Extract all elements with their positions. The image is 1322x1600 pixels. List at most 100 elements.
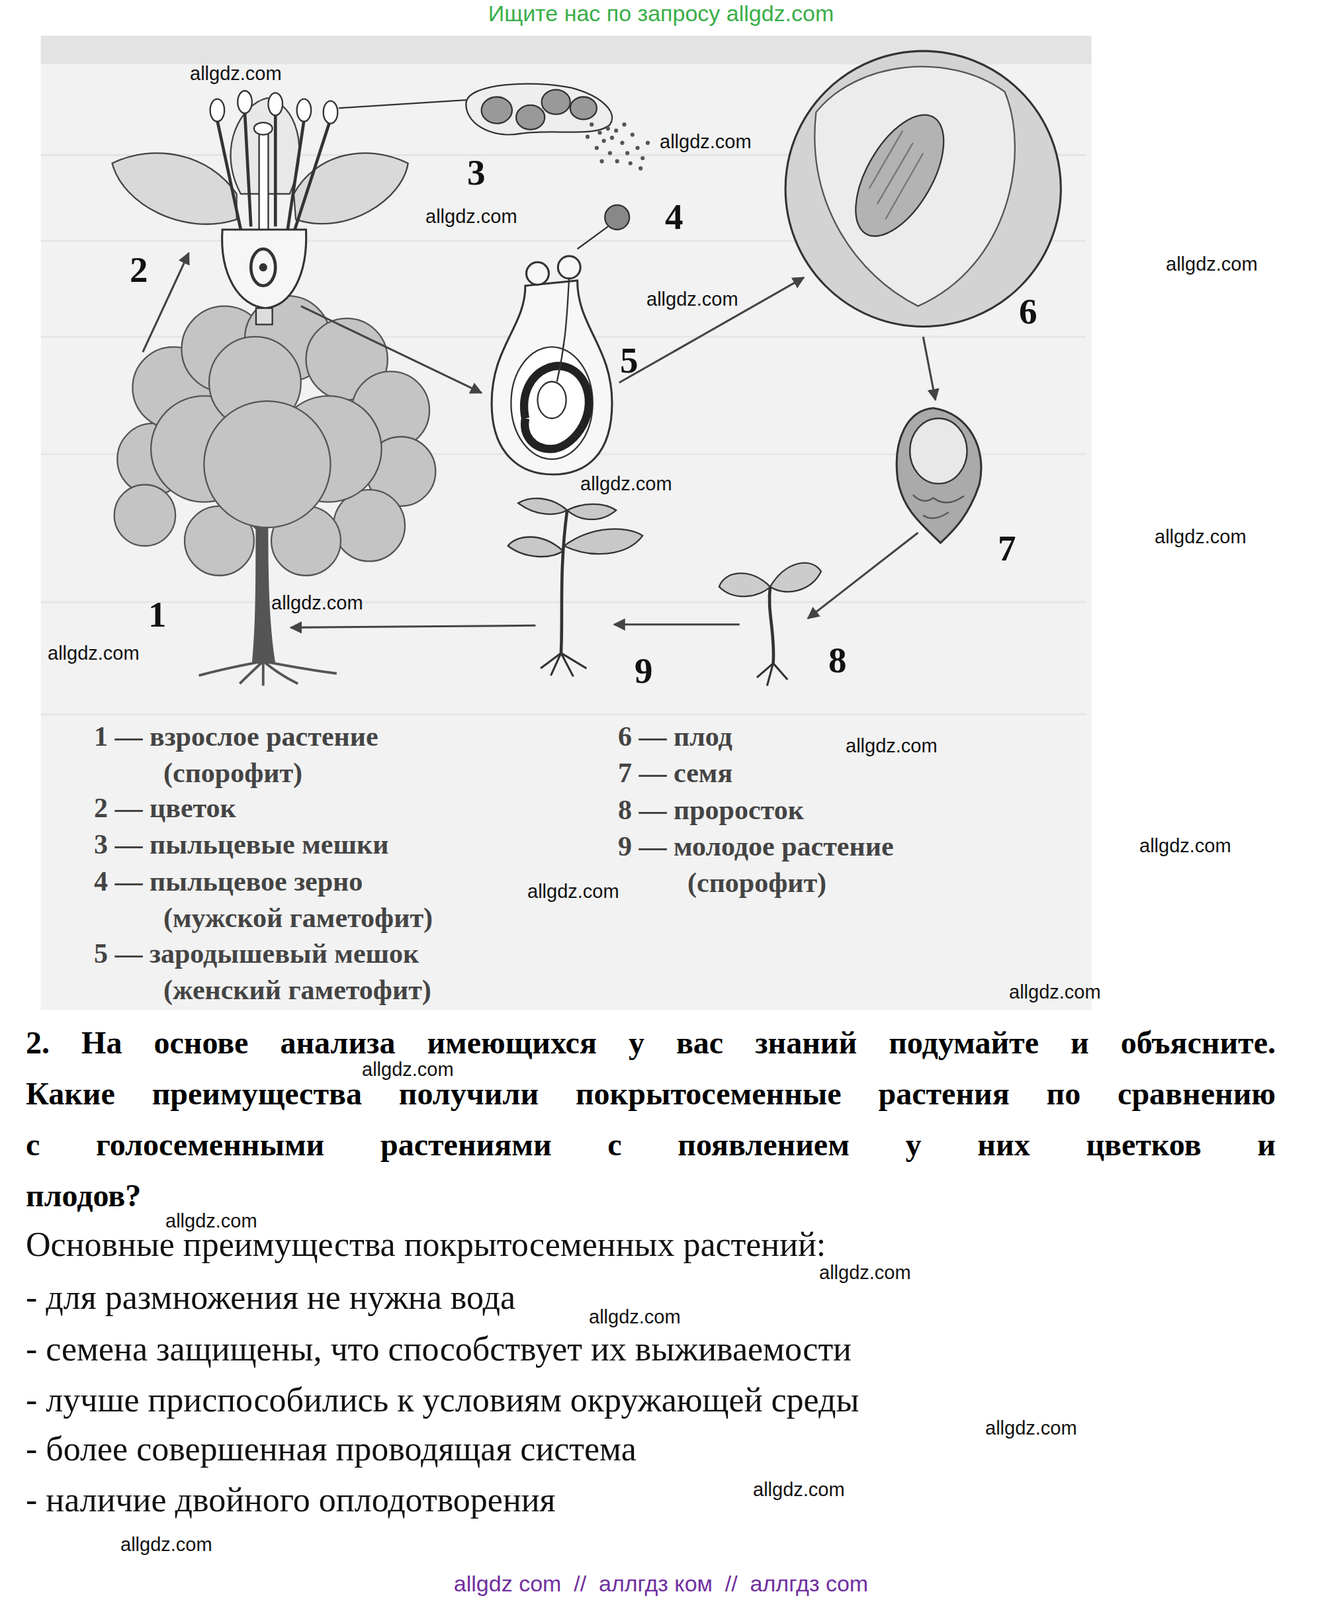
callout-number: 3 — [467, 152, 486, 193]
callout-number: 5 — [619, 340, 639, 381]
watermark: allgdz.com — [985, 1416, 1078, 1440]
answer-line: - более совершенная проводящая система — [25, 1423, 637, 1475]
watermark: allgdz.com — [1009, 980, 1102, 1004]
pollen-sac — [638, 166, 643, 171]
watermark: allgdz.com — [1139, 834, 1232, 858]
callout-number: 2 — [129, 250, 149, 290]
young-plant — [564, 528, 644, 554]
flower — [217, 112, 330, 233]
pollen-sac — [570, 96, 597, 120]
flower — [259, 132, 269, 235]
tree — [203, 400, 331, 528]
book-page-ground — [41, 35, 1092, 1011]
fruit — [785, 50, 1061, 327]
tree — [333, 489, 405, 562]
watermark: allgdz.com — [588, 1305, 681, 1329]
pollen-sac — [541, 89, 571, 115]
watermark: allgdz.com — [120, 1533, 213, 1557]
sprout — [719, 572, 771, 597]
flower — [293, 152, 409, 224]
young-plant — [561, 510, 568, 654]
pollen-sac — [630, 132, 635, 137]
flower — [267, 92, 283, 116]
sprout — [756, 662, 788, 686]
cycle-arrow — [142, 252, 936, 628]
tree — [114, 295, 437, 576]
answer-line: - семена защищены, что способствует их в… — [25, 1323, 852, 1375]
flower — [210, 90, 339, 124]
callout-number: 8 — [828, 640, 847, 681]
pollen-sac — [614, 128, 618, 133]
answer-line: Основные преимущества покрытосеменных ра… — [25, 1218, 826, 1270]
watermark: allgdz.com — [1165, 252, 1258, 276]
legend-item: 7 — семя — [617, 754, 733, 792]
legend-item: 5 — зародышевый мешок (женский гаметофит… — [93, 935, 432, 1009]
pollen-sac — [635, 146, 640, 151]
answer-line: - для размножения не нужна вода — [25, 1271, 516, 1323]
watermark: allgdz.com — [425, 205, 518, 229]
young-plant — [518, 498, 568, 515]
cycle-arrow — [142, 252, 189, 353]
flower — [112, 90, 409, 325]
watermark: allgdz.com — [659, 130, 752, 154]
watermark: allgdz.com — [1154, 525, 1247, 549]
cycle-arrow — [290, 625, 536, 628]
book-page-ground — [41, 713, 1087, 716]
seed — [896, 408, 982, 544]
legend-item-line: 9 — молодое растение — [617, 828, 894, 865]
watermark: allgdz.com — [527, 880, 620, 904]
header-note: Ищите нас по запросу allgdz.com — [0, 0, 1322, 27]
watermark: allgdz.com — [165, 1209, 258, 1233]
cycle-arrow — [923, 336, 936, 401]
sprout — [770, 563, 822, 593]
pollen-grain — [604, 205, 630, 230]
pistil — [557, 277, 570, 382]
watermark: allgdz.com — [845, 734, 938, 758]
cycle-arrow — [301, 306, 482, 394]
pistil — [524, 365, 589, 449]
pollen-sac — [619, 140, 624, 145]
pollen-sac — [516, 105, 545, 130]
pollen-sac — [628, 161, 633, 166]
pollen-sac — [589, 122, 594, 127]
pistil — [491, 280, 613, 475]
flower — [256, 308, 273, 325]
question-text: Какие преимущества получили покрытосемен… — [25, 1067, 1276, 1221]
pollen-sac — [585, 122, 650, 171]
legend-item-line: 1 — взрослое растение — [93, 718, 379, 755]
legend-item: 3 — пыльцевые мешки — [93, 826, 389, 863]
pollen-sac — [594, 146, 599, 151]
pistil — [557, 256, 581, 279]
watermark: allgdz.com — [752, 1478, 845, 1502]
pollen-sac — [597, 130, 602, 135]
flower — [237, 90, 253, 114]
legend-item: 2 — цветок — [93, 790, 237, 827]
pollen-sac — [625, 150, 630, 155]
tree — [114, 484, 176, 546]
callout-number: 9 — [634, 651, 654, 691]
legend-item: 1 — взрослое растение (спорофит) — [93, 718, 379, 792]
footer-note: allgdz com // аллгдз ком // аллгдз com — [0, 1570, 1322, 1597]
question-text-line: с голосеменными растениями с появлением … — [25, 1118, 1276, 1170]
legend-item-line: 4 — пыльцевое зерно — [93, 863, 433, 900]
pollen-sac — [481, 89, 597, 130]
seed — [909, 418, 967, 484]
legend-item: 9 — молодое растение (спорофит) — [617, 828, 894, 902]
seed — [896, 408, 982, 544]
watermark: allgdz.com — [361, 1057, 454, 1082]
pollen-grain — [577, 226, 609, 249]
pistil — [491, 256, 613, 475]
book-page-ground — [41, 35, 1092, 1011]
legend-item-line: (женский гаметофит) — [93, 971, 432, 1009]
answer-line: - лучше приспособились к условиям окружа… — [25, 1374, 859, 1426]
young-plant — [567, 504, 617, 520]
question-text: 2. На основе анализа имеющихся у вас зна… — [25, 1016, 1276, 1068]
pollen-sac — [640, 156, 645, 161]
flower — [254, 122, 273, 135]
watermark: allgdz.com — [189, 62, 282, 86]
flower — [297, 99, 312, 122]
pollen-sac — [645, 140, 650, 145]
young-plant — [508, 498, 644, 677]
flower — [210, 99, 225, 122]
cycle-arrow — [614, 623, 740, 626]
